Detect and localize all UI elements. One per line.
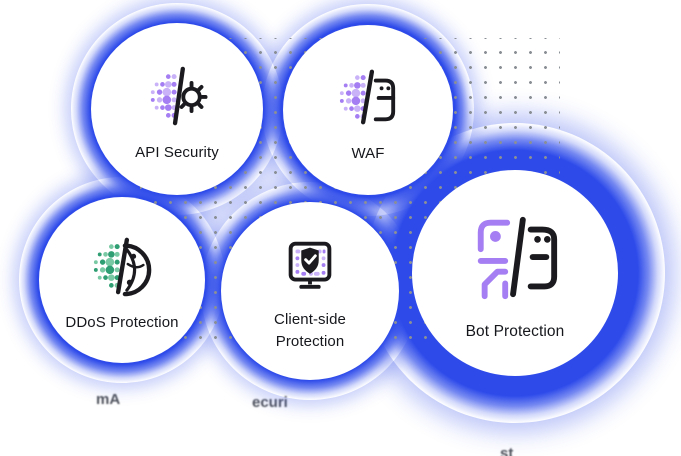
waf-icon xyxy=(339,69,396,124)
bubble-client-side-protection: Client-side Protection xyxy=(221,202,399,380)
bubble-label: Bot Protection xyxy=(465,323,565,341)
bot-protection-icon xyxy=(477,217,558,300)
client-side-protection-icon xyxy=(288,242,332,290)
clipped-text-fragment: ecuri xyxy=(252,394,288,411)
bubble-label: WAF xyxy=(351,144,385,162)
bubble-api-security: API Security xyxy=(91,23,263,195)
clipped-text-fragment: st xyxy=(500,445,514,456)
bubble-label: Client-side Protection xyxy=(274,311,346,350)
bubble-label: API Security xyxy=(135,143,219,161)
bubble-ddos-protection: DDoS Protection xyxy=(39,197,205,363)
api-security-icon xyxy=(150,66,208,125)
bubble-bot-protection: Bot Protection xyxy=(412,170,618,376)
clipped-text-fragment: mA xyxy=(96,391,121,408)
ddos-protection-icon xyxy=(93,237,152,296)
bubble-label: DDoS Protection xyxy=(65,313,179,331)
bubble-waf: WAF xyxy=(283,25,453,195)
